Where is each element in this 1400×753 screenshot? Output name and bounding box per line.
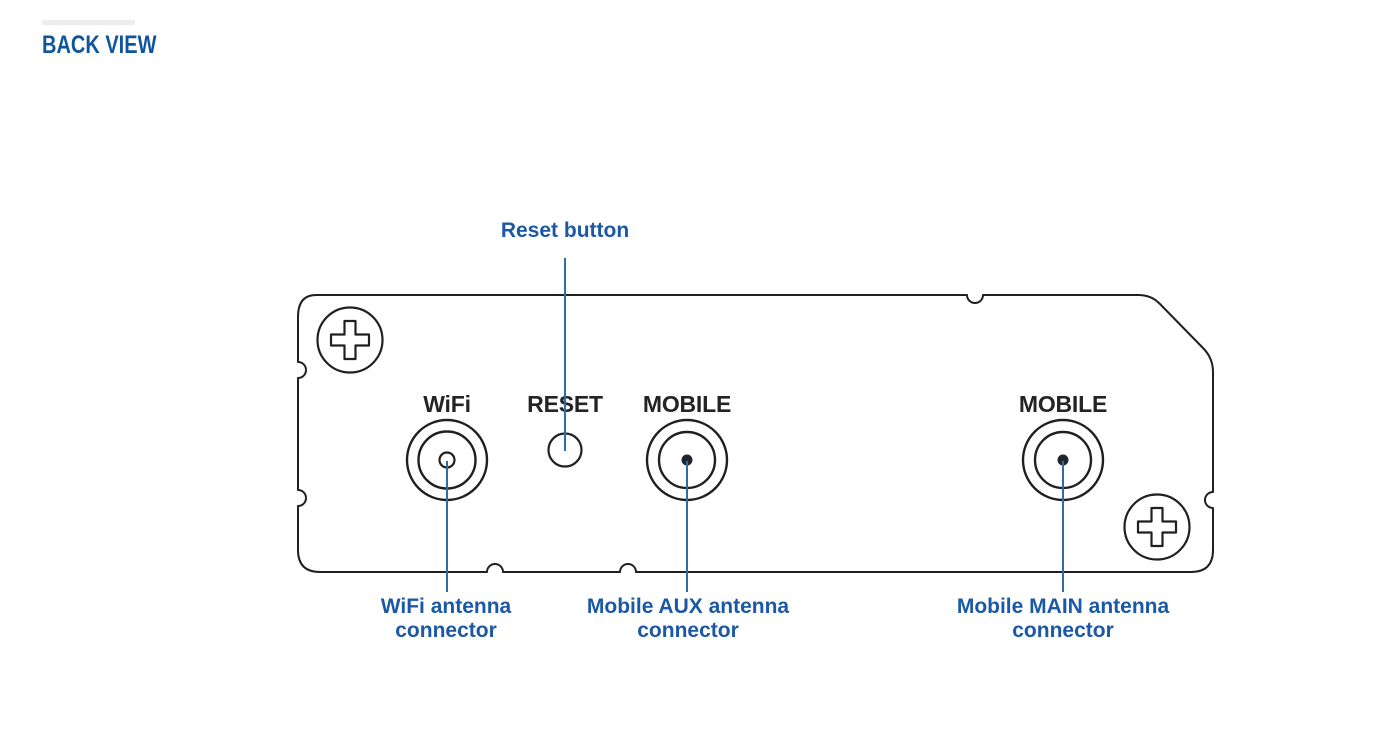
callout-line-2: connector bbox=[395, 618, 497, 642]
leader-line-mobile-main bbox=[1061, 461, 1065, 592]
leader-line-reset bbox=[563, 258, 567, 451]
callout-line-1: Mobile MAIN antenna bbox=[956, 595, 1170, 618]
port-label-mobile-main: MOBILE bbox=[1018, 391, 1108, 417]
page-title: BACK VIEW bbox=[42, 31, 157, 59]
leader-line-mobile-aux bbox=[685, 461, 689, 592]
phillips-screw-icon bbox=[1123, 493, 1191, 561]
port-label-wifi: WiFi bbox=[423, 391, 471, 417]
callout-line-2: connector bbox=[637, 618, 739, 642]
callout-line-2: connector bbox=[1012, 618, 1114, 642]
callout-reset-button: Reset button bbox=[500, 219, 630, 242]
callout-wifi-antenna-connector: WiFi antenna connector bbox=[381, 595, 511, 642]
callout-mobile-main-antenna-connector: Mobile MAIN antenna connector bbox=[957, 595, 1169, 642]
leader-line-wifi bbox=[445, 461, 449, 592]
phillips-screw-icon bbox=[316, 306, 384, 374]
callout-line-1: WiFi antenna bbox=[380, 595, 512, 618]
callout-line-1: Mobile AUX antenna bbox=[586, 595, 790, 618]
port-label-mobile-aux: MOBILE bbox=[642, 391, 732, 417]
back-panel-outline bbox=[297, 294, 1214, 573]
cropped-element-remnant bbox=[42, 20, 135, 25]
callout-mobile-aux-antenna-connector: Mobile AUX antenna connector bbox=[587, 595, 789, 642]
